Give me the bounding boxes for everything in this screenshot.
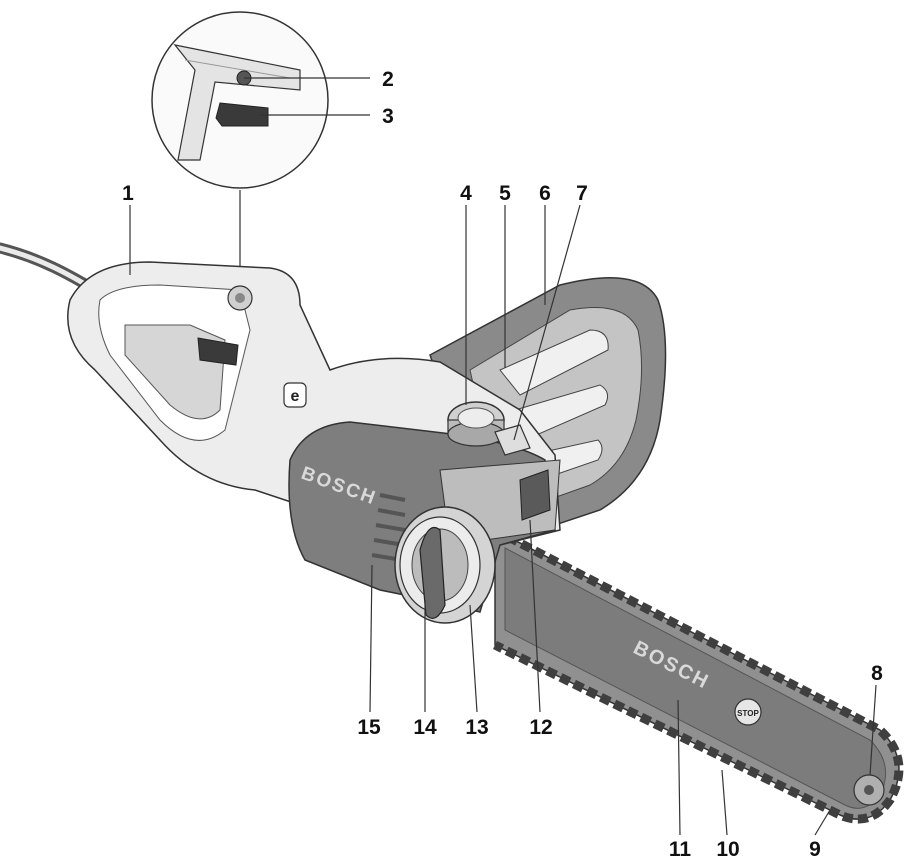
stop-badge-label: STOP (737, 709, 759, 718)
callout-2: 2 (382, 68, 394, 91)
callout-10: 10 (716, 838, 739, 861)
stop-badge (734, 698, 762, 726)
callout-15: 15 (357, 716, 381, 739)
oil-level-indicator (494, 424, 531, 456)
leader-lines (129, 77, 877, 836)
callout-9: 9 (809, 838, 821, 861)
callout-1: 1 (122, 182, 134, 205)
callout-4: 4 (460, 182, 472, 205)
guide-bar: BOSCH STOP (492, 526, 904, 824)
callout-12: 12 (529, 716, 552, 739)
callout-8: 8 (871, 662, 883, 685)
clamping-knob-lever (419, 526, 446, 619)
oil-tank-cap (447, 401, 505, 447)
svg-text:e: e (291, 388, 300, 405)
detail-magnifier (151, 11, 329, 270)
callout-14: 14 (413, 716, 437, 739)
callout-11: 11 (669, 838, 692, 861)
saw-chain (492, 526, 904, 824)
callout-6: 6 (539, 182, 551, 205)
callout-13: 13 (465, 716, 488, 739)
trigger-switch-detail (215, 102, 269, 127)
callout-7: 7 (576, 182, 588, 205)
callout-5: 5 (499, 182, 511, 205)
protection-class-symbol (283, 382, 307, 408)
callout-3: 3 (382, 105, 394, 128)
callout-labels: 1 2 3 4 5 6 7 8 9 10 11 12 13 14 15 (122, 68, 883, 861)
trigger-switch (197, 337, 239, 366)
